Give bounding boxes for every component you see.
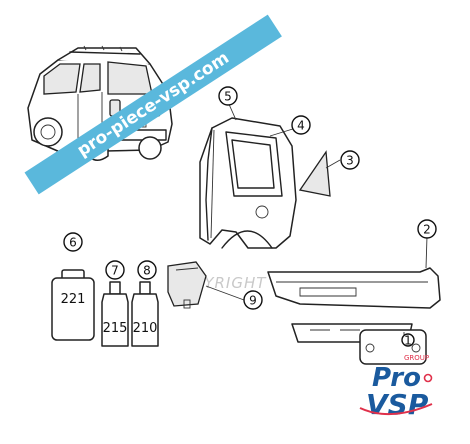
callout-4: 4 — [291, 115, 311, 135]
callout-5-circle — [218, 86, 238, 106]
callout-7-circle — [105, 260, 125, 280]
logo-line-1: Pro — [372, 363, 421, 393]
callout-2-circle — [417, 219, 437, 239]
callout-7-label: 7 — [111, 264, 119, 278]
callout-9: 9 — [243, 290, 263, 310]
callout-8: 8 — [137, 260, 157, 280]
callout-6-label: 6 — [69, 236, 77, 250]
callouts: 1 2 3 4 5 6 7 8 9 — [63, 86, 437, 348]
part-bracket — [167, 261, 207, 309]
callout-6-circle — [63, 232, 83, 252]
callout-9-circle — [243, 290, 263, 310]
callout-8-circle — [137, 260, 157, 280]
bottle-6-code: 221 — [61, 292, 86, 307]
callout-3-label: 3 — [346, 154, 354, 168]
callout-7: 7 — [105, 260, 125, 280]
callout-5: 5 — [218, 86, 238, 106]
callout-3: 3 — [340, 150, 360, 170]
callout-8-label: 8 — [143, 264, 151, 278]
bottle-8: 210 — [131, 281, 159, 347]
logo-swoosh — [359, 403, 433, 416]
callout-1-circle — [401, 333, 415, 347]
logo-accent-dot — [423, 373, 433, 383]
logo-line-2: VSP — [366, 388, 429, 421]
part-quarter-glass — [298, 150, 331, 197]
part-rear-bumper — [267, 267, 441, 309]
callout-1: 1 — [401, 333, 415, 348]
callout-6: 6 — [63, 232, 83, 252]
callout-4-circle — [291, 115, 311, 135]
callout-9-label: 9 — [249, 294, 257, 308]
callout-2: 2 — [417, 219, 437, 239]
callout-2-label: 2 — [423, 223, 431, 237]
callout-3-circle — [340, 150, 360, 170]
part-rear-quarter-panel — [199, 117, 297, 249]
bottle-7: 215 — [101, 281, 129, 347]
bottle-7-code: 215 — [103, 321, 128, 336]
bottle-8-code: 210 — [133, 321, 158, 336]
logo-tagline: GROUP — [404, 354, 429, 362]
banner-band — [24, 14, 282, 195]
callout-5-label: 5 — [224, 90, 232, 104]
bottle-6: 221 — [51, 269, 95, 341]
provsp-logo: Pro VSP GROUP — [359, 354, 433, 421]
callout-1-label: 1 — [404, 334, 412, 348]
callout-4-label: 4 — [297, 119, 305, 133]
